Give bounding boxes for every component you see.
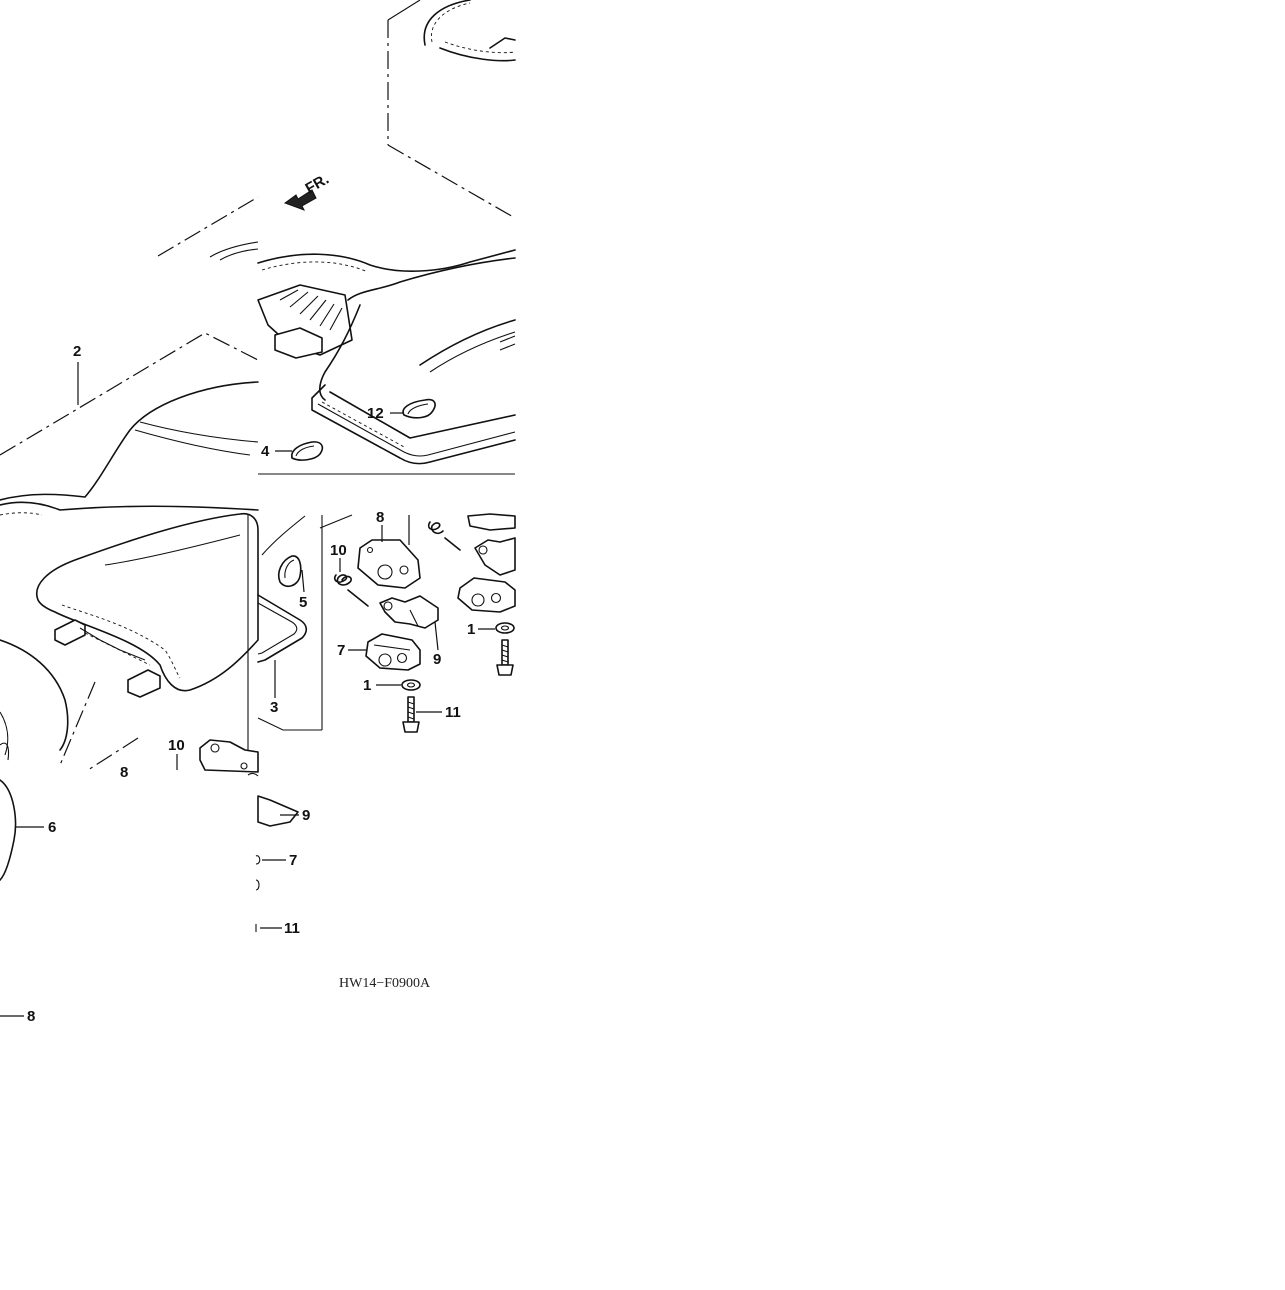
callout-9b: 9 <box>302 807 310 824</box>
callout-8a: 8 <box>376 509 384 526</box>
callout-10b: 10 <box>168 737 185 754</box>
callout-11a: 11 <box>445 704 461 721</box>
callout-8b: 8 <box>120 764 128 781</box>
drawing-code: HW14−F0900A <box>339 976 431 991</box>
seat-underside-panel: 12 4 <box>257 249 516 475</box>
callout-4: 4 <box>261 443 270 460</box>
front-direction-arrow: FR. <box>283 171 332 211</box>
callout-8c: 8 <box>27 1008 35 1025</box>
callout-7a: 7 <box>337 642 345 659</box>
callout-7b: 7 <box>289 852 297 869</box>
callout-11b: 11 <box>284 920 300 937</box>
callout-1b: 1 <box>363 677 371 694</box>
seat-main-panel: 2 10 8 <box>0 196 259 781</box>
callout-5: 5 <box>299 594 307 611</box>
seat-top-panel <box>387 0 516 219</box>
callout-3: 3 <box>270 699 278 716</box>
callout-2: 2 <box>73 343 81 360</box>
callout-12: 12 <box>367 405 384 422</box>
hinge-parts-panel: 3 5 8 10 9 7 <box>257 509 516 733</box>
callout-9a: 9 <box>433 651 441 668</box>
lower-seat-panel: 6 9 7 11 8 <box>0 779 310 1025</box>
callout-10a: 10 <box>330 542 347 559</box>
callout-1a: 1 <box>467 621 475 638</box>
callout-6: 6 <box>48 819 56 836</box>
